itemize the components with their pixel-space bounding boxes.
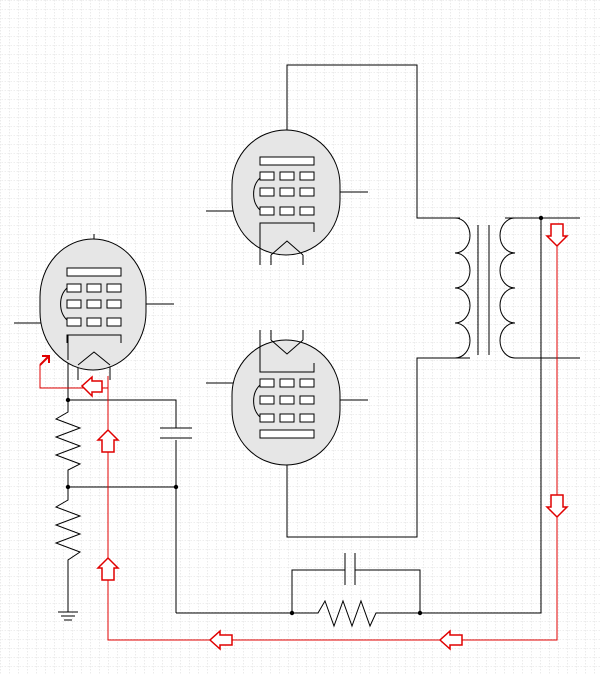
lower-output-tube bbox=[231, 330, 341, 466]
wires bbox=[14, 64, 580, 614]
arrow-left-icon bbox=[438, 629, 463, 651]
coupling-capacitor bbox=[160, 427, 192, 439]
feedback-capacitor bbox=[344, 553, 356, 585]
input-tube-cathode bbox=[66, 334, 122, 343]
current-arrows bbox=[80, 223, 569, 651]
upper-cathode-resistor bbox=[54, 400, 82, 487]
secondary-winding bbox=[499, 217, 516, 359]
ground-symbol bbox=[58, 611, 78, 621]
arrow-down-icon bbox=[545, 494, 569, 519]
input-tube-plate bbox=[66, 267, 122, 277]
wire-cap-loop-right bbox=[355, 569, 421, 613]
input-tube bbox=[39, 238, 147, 371]
arrow-up-icon bbox=[96, 556, 120, 581]
arrow-diagonal-icon bbox=[39, 355, 50, 366]
wire-upper-plate bbox=[286, 64, 455, 219]
feedback-resistor bbox=[292, 599, 420, 628]
arrow-up-icon bbox=[96, 428, 120, 453]
lower-cathode-resistor bbox=[54, 487, 82, 572]
primary-winding bbox=[454, 217, 471, 359]
wire-lower-plate bbox=[286, 357, 470, 538]
wire-feedback-out bbox=[420, 218, 542, 614]
input-tube-heater bbox=[77, 351, 111, 366]
upper-output-tube bbox=[231, 129, 341, 265]
arrow-left-icon bbox=[208, 629, 233, 651]
arrow-down-icon bbox=[545, 223, 569, 248]
wire-cap-loop bbox=[291, 569, 345, 613]
wire-cathode-node bbox=[67, 360, 177, 428]
current-path-loop bbox=[107, 230, 558, 641]
output-transformer bbox=[454, 217, 516, 359]
arrow-left-icon bbox=[80, 375, 103, 398]
